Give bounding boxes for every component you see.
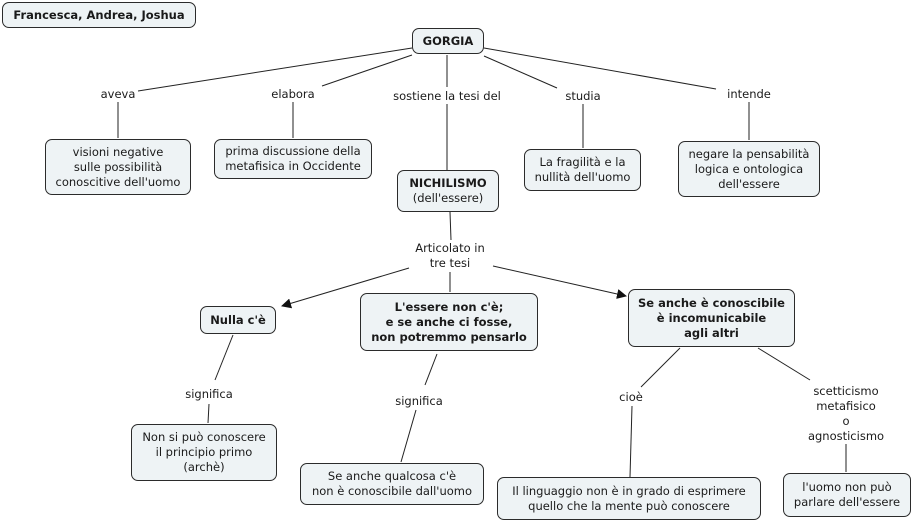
link-nichilismo-articolato bbox=[449, 211, 452, 241]
visioni-node[interactable]: visioni negative sulle possibilità conos… bbox=[45, 139, 191, 195]
link-articolato-nulla bbox=[281, 267, 410, 309]
gorgia-node[interactable]: GORGIA bbox=[412, 28, 484, 54]
seanche-node[interactable]: Se anche è conoscibile è incomunicabile … bbox=[628, 289, 795, 347]
link-seanche-scetticismo bbox=[757, 347, 811, 381]
link-gorgia-intende bbox=[483, 47, 717, 90]
link-label-articolato: Articolato in tre tesi bbox=[413, 241, 487, 271]
uomo-node[interactable]: l'uomo non può parlare dell'essere bbox=[783, 473, 911, 517]
linguaggio-node[interactable]: Il linguaggio non è in grado di esprimer… bbox=[497, 477, 761, 520]
link-label-significa-1: significa bbox=[183, 387, 235, 402]
link-significa1-principio bbox=[207, 403, 210, 424]
link-label-sostiene: sostiene la tesi del bbox=[391, 89, 503, 104]
link-label-significa-2: significa bbox=[393, 394, 445, 409]
link-gorgia-studia bbox=[483, 55, 558, 89]
link-gorgia-elabora bbox=[321, 54, 413, 87]
qualcosa-node[interactable]: Se anche qualcosa c'è non è conoscibile … bbox=[300, 463, 484, 505]
link-label-elabora: elabora bbox=[269, 87, 317, 102]
link-seanche-cioe bbox=[640, 347, 681, 388]
nichilismo-subtitle: (dell'essere) bbox=[412, 191, 484, 205]
prima-node[interactable]: prima discussione della metafisica in Oc… bbox=[214, 139, 372, 179]
link-label-aveva: aveva bbox=[98, 87, 138, 102]
link-label-studia: studia bbox=[563, 89, 603, 104]
link-label-cioe: cioè bbox=[617, 390, 645, 405]
nichilismo-node[interactable]: NICHILISMO (dell'essere) bbox=[397, 170, 499, 212]
negare-node[interactable]: negare la pensabilità logica e ontologic… bbox=[678, 141, 820, 197]
nulla-node[interactable]: Nulla c'è bbox=[200, 306, 276, 334]
principio-node[interactable]: Non si può conoscere il principio primo … bbox=[131, 424, 277, 481]
authors-node[interactable]: Francesca, Andrea, Joshua bbox=[2, 2, 196, 28]
essere-node[interactable]: L'essere non c'è; e se anche ci fosse, n… bbox=[360, 293, 538, 351]
link-gorgia-aveva bbox=[137, 47, 413, 92]
fragilita-node[interactable]: La fragilità e la nullità dell'uomo bbox=[524, 149, 641, 191]
nichilismo-title: NICHILISMO bbox=[409, 176, 487, 190]
link-label-intende: intende bbox=[725, 87, 773, 102]
link-articolato-seanche bbox=[492, 265, 627, 299]
link-essere-significa2 bbox=[424, 353, 438, 386]
link-significa2-qualcosa bbox=[400, 409, 417, 463]
link-cioe-linguaggio bbox=[629, 405, 633, 478]
link-nulla-significa1 bbox=[214, 334, 234, 381]
link-label-scetticismo: scetticismo metafisico o agnosticismo bbox=[805, 384, 887, 444]
